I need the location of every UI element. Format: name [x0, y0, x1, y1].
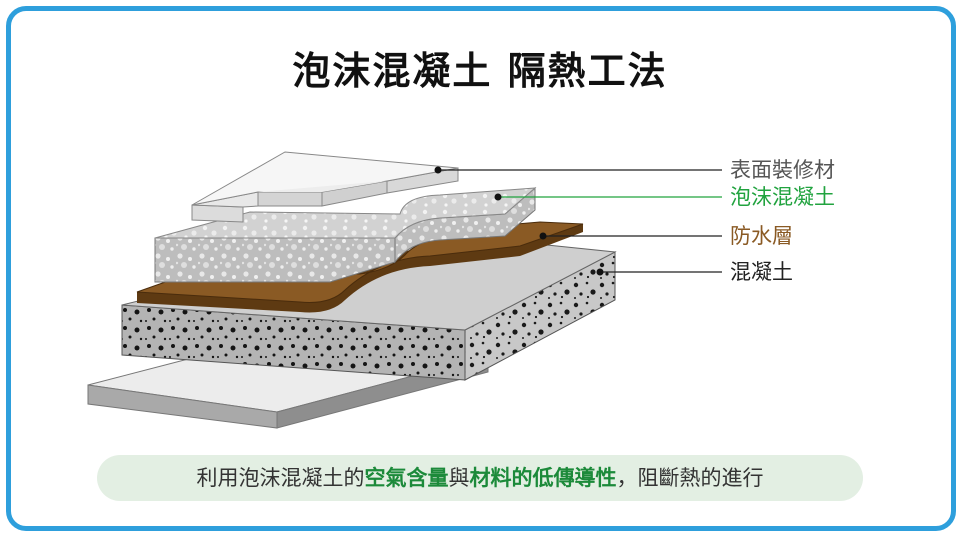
- label-waterproof: 防水層: [730, 224, 793, 248]
- caption-bold-1: 空氣含量: [364, 466, 449, 490]
- label-concrete: 混凝土: [730, 260, 793, 284]
- label-foam-concrete: 泡沫混凝土: [730, 185, 835, 209]
- caption-text-3: ，阻斷熱的進行: [616, 466, 764, 490]
- leader-lines: [434, 166, 722, 276]
- caption-text-2: 與: [448, 466, 470, 490]
- page-title: 泡沫混凝土 隔熱工法: [292, 49, 668, 93]
- foam-concrete-layer: [154, 186, 537, 283]
- caption-banner: 利用泡沫混凝土的空氣含量與材料的低傳導性，阻斷熱的進行: [97, 455, 863, 501]
- surface-finish-layer: [191, 151, 459, 223]
- caption-text-1: 利用泡沫混凝土的: [196, 466, 365, 490]
- label-surface-finish: 表面裝修材: [730, 158, 835, 182]
- caption-bold-2: 材料的低傳導性: [469, 466, 617, 490]
